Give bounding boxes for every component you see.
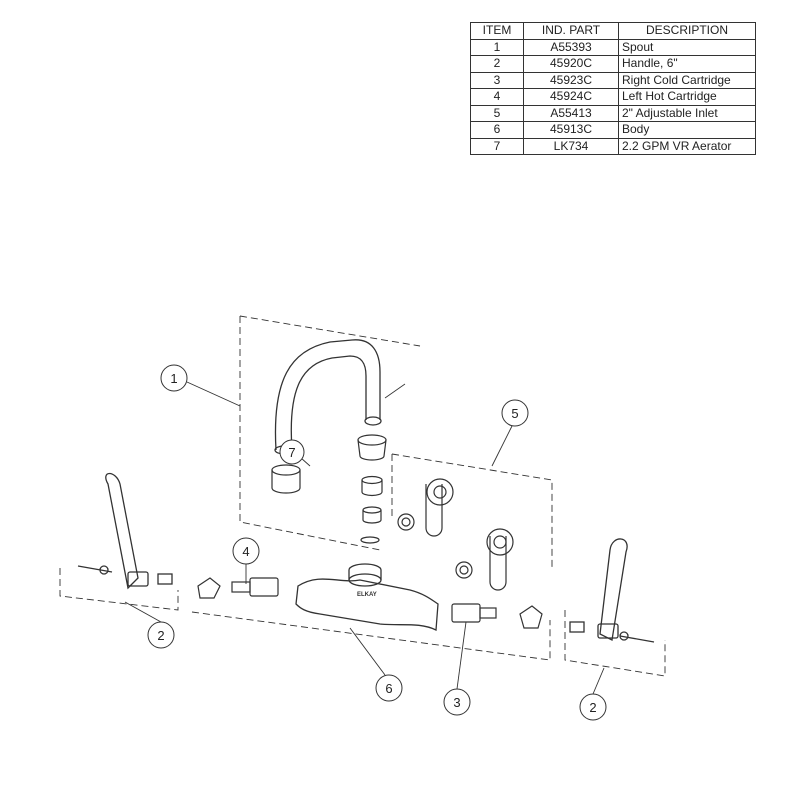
callout-2-left: 2 xyxy=(147,621,175,649)
callouts: 1 5 7 4 2 6 3 2 xyxy=(147,364,607,721)
svg-text:4: 4 xyxy=(242,544,249,559)
adjustable-inlets xyxy=(397,478,514,591)
faucet-body xyxy=(295,563,439,632)
aerator xyxy=(271,464,301,494)
elkay-logo: ELKAY xyxy=(357,592,377,598)
part-cell: LK734 xyxy=(523,137,619,155)
left-handle xyxy=(77,472,173,590)
callout-2-right: 2 xyxy=(579,693,607,721)
callout-3: 3 xyxy=(443,688,471,716)
svg-text:5: 5 xyxy=(511,406,518,421)
svg-text:2: 2 xyxy=(157,628,164,643)
callout-7: 7 xyxy=(279,439,305,465)
svg-text:3: 3 xyxy=(453,695,460,710)
callout-1: 1 xyxy=(160,364,188,392)
callout-4: 4 xyxy=(232,537,260,565)
part-cell: 45913C xyxy=(523,121,619,139)
description-cell: 2" Adjustable Inlet xyxy=(618,104,756,122)
callout-leaders xyxy=(124,381,605,695)
callout-6: 6 xyxy=(375,674,403,702)
callout-5: 5 xyxy=(501,399,529,427)
spout xyxy=(274,339,406,455)
description-cell: 2.2 GPM VR Aerator xyxy=(618,137,756,155)
spout-nut-and-washers xyxy=(357,434,387,544)
left-hot-cartridge xyxy=(197,577,279,599)
svg-text:6: 6 xyxy=(385,681,392,696)
svg-text:2: 2 xyxy=(589,700,596,715)
group-boundaries xyxy=(59,315,666,677)
description-cell: Handle, 6" xyxy=(618,55,756,73)
right-handle xyxy=(569,538,655,643)
svg-text:1: 1 xyxy=(170,371,177,386)
description-cell: Left Hot Cartridge xyxy=(618,88,756,106)
svg-text:7: 7 xyxy=(288,445,295,460)
